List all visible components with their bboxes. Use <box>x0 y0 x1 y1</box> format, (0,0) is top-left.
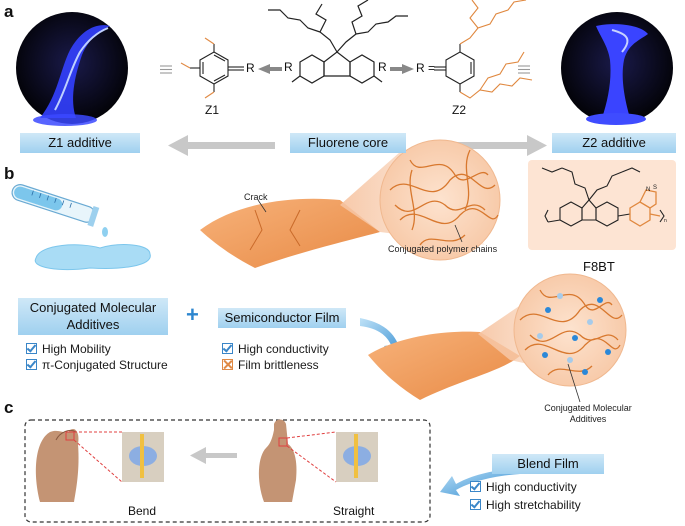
checkbox-checked-icon <box>470 481 481 492</box>
checkbox-checked-icon <box>26 343 37 354</box>
structure-arrows <box>258 64 414 74</box>
chains-label: Conjugated polymer chains <box>388 244 498 254</box>
z1-structure <box>160 37 244 99</box>
svg-text:S: S <box>653 185 657 191</box>
additive-check-label: High Mobility <box>42 342 111 356</box>
blend-check-label: High stretchability <box>486 498 581 512</box>
cracked-film <box>200 198 380 268</box>
checkbox-checked-icon <box>26 359 37 370</box>
r-z2-label: R = <box>416 61 436 75</box>
blended-film <box>368 331 520 400</box>
panel-label-a: a <box>4 2 14 21</box>
panel-label-c: c <box>4 398 14 417</box>
curved-arrow-c <box>440 468 520 496</box>
z1-glow-photo <box>16 12 128 126</box>
fluorene-core-box: Fluorene core <box>290 133 406 153</box>
additive-check-mobility: High Mobility <box>26 342 111 356</box>
svg-text:N: N <box>646 187 650 193</box>
blend-check-label: High conductivity <box>486 480 577 494</box>
straight-zoom-photo <box>286 431 378 483</box>
blend-check-conductivity: High conductivity <box>470 480 577 494</box>
test-tube <box>11 184 108 237</box>
direction-arrows-a <box>168 135 547 156</box>
f8bt-label: F8BT <box>583 259 615 274</box>
r-right-label: R <box>378 60 387 74</box>
hand-bend-photo <box>35 428 79 502</box>
panel-c-frame <box>24 419 431 523</box>
z2-label: Z2 <box>452 103 467 117</box>
blend-zoom-circle <box>513 273 627 403</box>
fluorene-structure <box>268 0 408 84</box>
bend-label: Bend <box>128 504 157 518</box>
z2-glow-photo <box>561 12 673 125</box>
z1-label: Z1 <box>205 103 220 117</box>
plus-sign: + <box>186 302 199 327</box>
z2-additive-box: Z2 additive <box>552 133 676 153</box>
checkbox-checked-icon <box>470 499 481 510</box>
r-z1-label: R <box>246 61 255 75</box>
blend-film-box: Blend Film <box>492 454 604 474</box>
additives-box: Conjugated Molecular Additives <box>18 298 168 335</box>
polymer-zoom-circle <box>379 139 501 261</box>
additive-check-conjugated: π-Conjugated Structure <box>26 358 168 372</box>
hand-straight-photo <box>258 419 297 502</box>
z2-structure <box>434 0 533 99</box>
panel-label-b: b <box>4 164 15 183</box>
crack-label: Crack <box>244 192 268 202</box>
bend-zoom-photo <box>73 431 164 483</box>
liquid-puddle <box>34 244 151 271</box>
semiconductor-film-box: Semiconductor Film <box>218 308 346 328</box>
checkbox-checked-icon <box>222 343 233 354</box>
gray-arrow-c <box>190 447 237 464</box>
film-check-conductivity: High conductivity <box>222 342 329 356</box>
cma-label: Conjugated Molecular Additives <box>544 403 632 424</box>
z1-additive-box: Z1 additive <box>20 133 140 153</box>
blend-check-stretchability: High stretchability <box>470 498 581 512</box>
film-check-brittleness: Film brittleness <box>222 358 319 372</box>
straight-label: Straight <box>333 504 375 518</box>
r-left-label: R <box>284 60 293 74</box>
checkbox-cross-icon <box>222 359 233 370</box>
film-check-label: Film brittleness <box>238 358 319 372</box>
f8bt-structure: N S n <box>528 160 676 250</box>
film-check-label: High conductivity <box>238 342 329 356</box>
additive-check-label: π-Conjugated Structure <box>42 358 168 372</box>
svg-text:n: n <box>664 218 667 224</box>
